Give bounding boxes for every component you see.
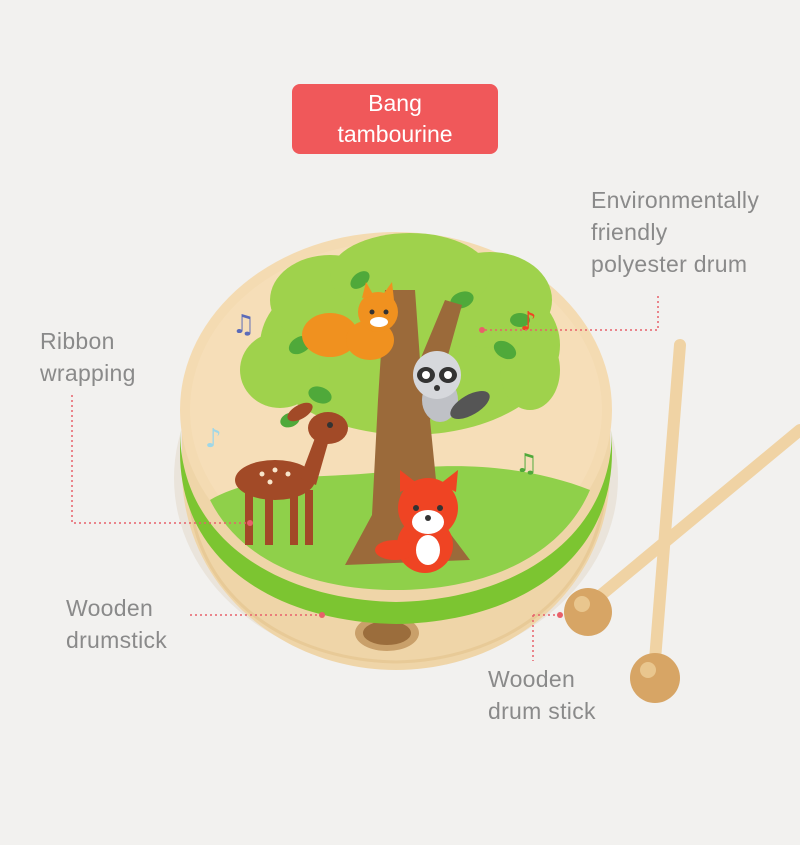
callout-wooden-drumstick: Wooden drumstick xyxy=(66,592,167,656)
callout-environment-line-1: Environmentally xyxy=(591,187,760,213)
callout-environment: Environmentally friendly polyester drum xyxy=(591,184,759,280)
leader-lines xyxy=(71,296,659,661)
svg-text:♫: ♫ xyxy=(232,310,255,340)
music-note-icon: ♫ ♪ ♪ ♫ xyxy=(205,307,538,479)
callout-environment-line-3: polyester drum xyxy=(591,251,748,277)
raccoon xyxy=(413,351,490,422)
svg-text:♪: ♪ xyxy=(520,307,537,337)
squirrel xyxy=(302,282,398,360)
callout-wooden-drumstick-line-2: drumstick xyxy=(66,627,168,653)
callout-wooden-drum-stick: Wooden drum stick xyxy=(488,663,596,727)
callout-wooden-drum-stick-line-1: Wooden xyxy=(488,666,576,692)
deer xyxy=(235,402,348,545)
title-line-1: Bang xyxy=(368,90,422,116)
callout-ribbon-line-1: Ribbon xyxy=(40,328,115,354)
svg-text:♫: ♫ xyxy=(515,449,538,479)
fox xyxy=(375,470,458,573)
title-line-2: tambourine xyxy=(337,121,453,147)
callout-environment-line-2: friendly xyxy=(591,219,668,245)
callout-wooden-drumstick-line-1: Wooden xyxy=(66,595,154,621)
wooden-drumstick-pair xyxy=(564,339,800,703)
callout-ribbon-line-2: wrapping xyxy=(40,360,136,386)
title-badge: Bang tambourine xyxy=(292,84,498,154)
callout-ribbon: Ribbon wrapping xyxy=(40,325,136,389)
svg-text:♪: ♪ xyxy=(205,424,222,454)
callout-wooden-drum-stick-line-2: drum stick xyxy=(488,698,596,724)
